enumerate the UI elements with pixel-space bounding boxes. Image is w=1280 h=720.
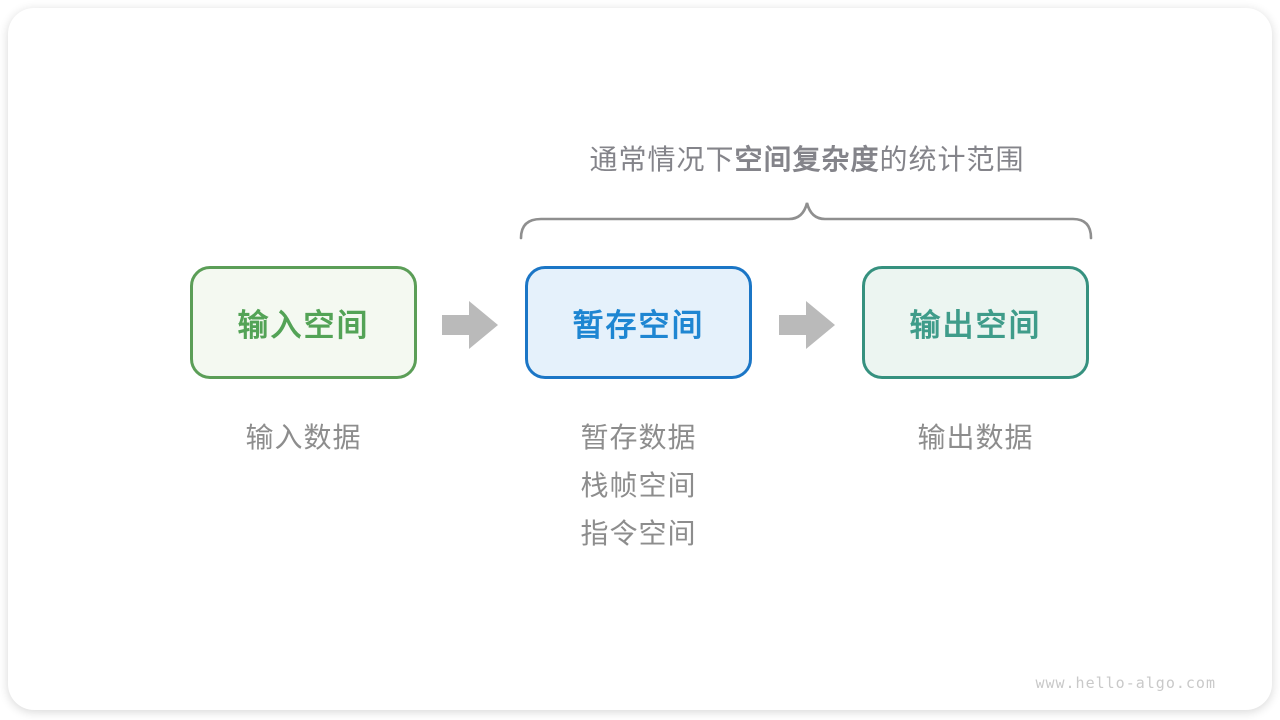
node-temporary-space: 暂存空间 [525,266,752,379]
diagram-title: 通常情况下空间复杂度的统计范围 [519,143,1095,177]
watermark: www.hello-algo.com [1035,674,1216,692]
sublabel-stack-frame-space: 栈帧空间 [580,470,697,501]
node-output-space: 输出空间 [862,266,1089,379]
node-output-space-label: 输出空间 [909,308,1042,343]
title-emphasis: 空间复杂度 [734,144,880,175]
sublabel-input-data: 输入数据 [245,422,362,453]
sublabel-output-data: 输出数据 [917,422,1034,453]
arrow-right-icon [779,301,835,349]
sublabel-temporary-data: 暂存数据 [580,422,697,453]
title-prefix: 通常情况下 [589,144,735,175]
node-input-space-label: 输入空间 [237,308,370,343]
node-input-space: 输入空间 [190,266,417,379]
node-temporary-space-label: 暂存空间 [572,308,705,343]
sublabel-instruction-space: 指令空间 [580,518,697,549]
arrow-right-icon [442,301,498,349]
title-suffix: 的统计范围 [879,144,1025,175]
scope-brace [519,202,1093,240]
